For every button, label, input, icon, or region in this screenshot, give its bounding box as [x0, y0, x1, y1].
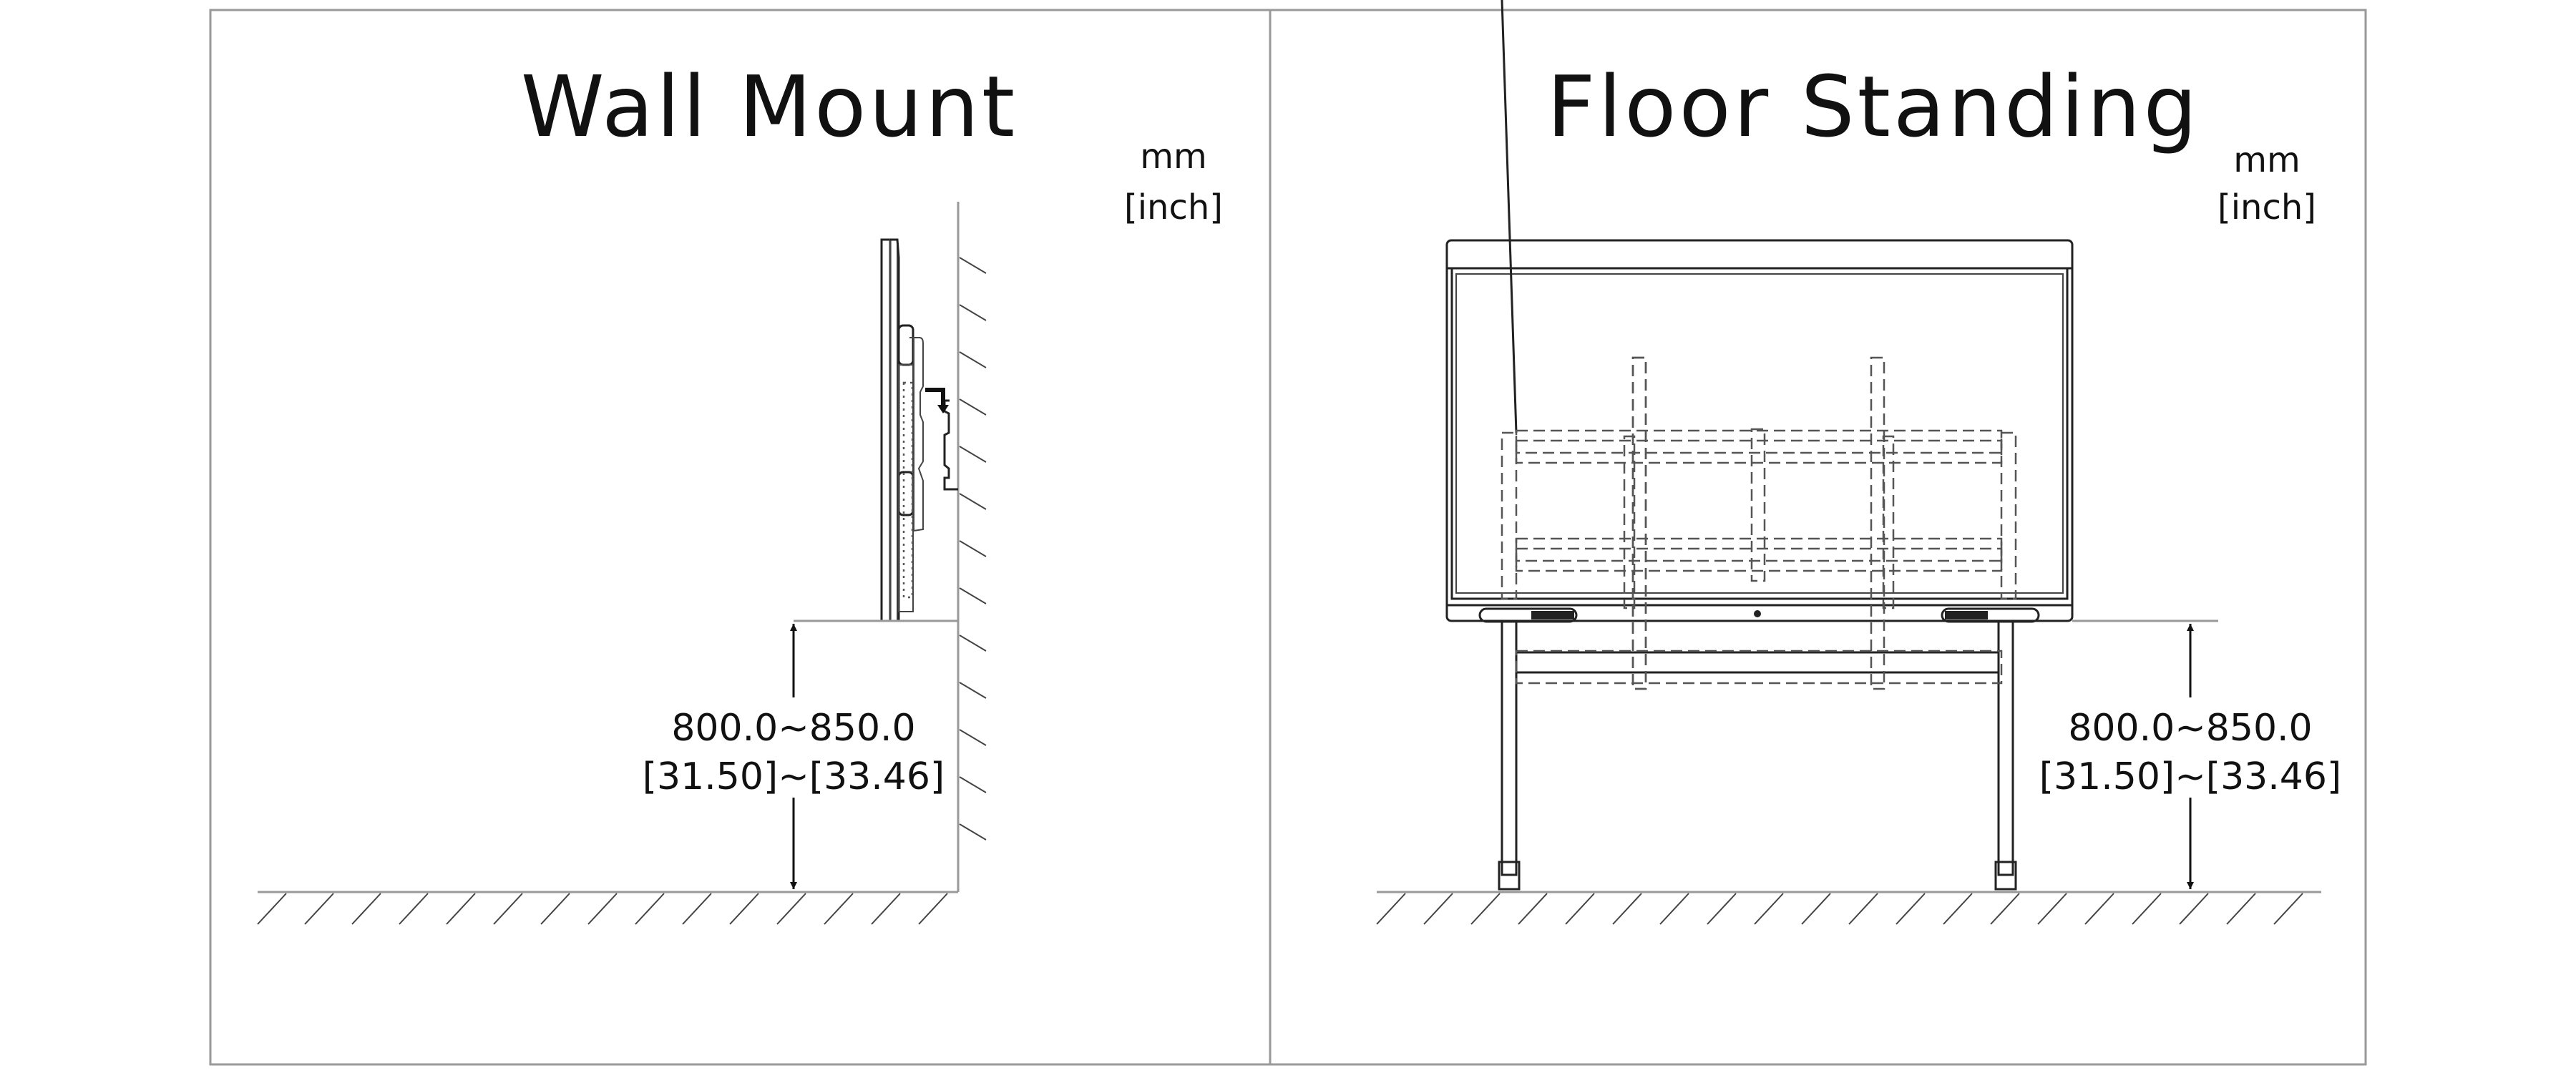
hatch-line [493, 893, 523, 925]
hatch-line [635, 893, 665, 925]
hatch-line [351, 893, 381, 925]
hatch-line [2132, 893, 2162, 925]
hatch-line [729, 893, 759, 925]
hatch-line [446, 893, 476, 925]
floor-standing-panel: Floor Standing mm [inch] [1376, 0, 2341, 925]
hatch-line [257, 893, 287, 925]
mobile-stand [1498, 619, 2017, 891]
hatch-line [399, 893, 429, 925]
dimension-label-bg [644, 697, 945, 798]
hatch-line [959, 398, 987, 416]
floor-hatching [1376, 891, 2321, 925]
floor-hatching [257, 891, 958, 925]
height-mm-label: 800.0~850.0 [671, 707, 915, 750]
hatch-line [959, 493, 987, 510]
hatch-line [959, 257, 987, 274]
unit-inch-label: [inch] [2218, 187, 2316, 227]
arrow-head-icon [937, 405, 949, 413]
hatch-line [2084, 893, 2114, 925]
hatch-line [682, 893, 712, 925]
hatch-line [959, 729, 987, 746]
pen-tray-right [1941, 607, 2040, 623]
hatch-line [1990, 893, 2020, 925]
display-front-view [1445, 239, 2074, 623]
caster-wheel [1498, 861, 1521, 891]
hatch-line [1848, 893, 1878, 925]
hatch-line [1376, 893, 1406, 925]
hatch-line [1612, 893, 1642, 925]
hatch-line [2226, 893, 2256, 925]
hatch-line [824, 893, 854, 925]
hatch-line [918, 893, 948, 925]
hatch-line [871, 893, 901, 925]
pen-tray-left [1478, 607, 1578, 623]
logo-mark [1754, 610, 1761, 617]
hatch-line [2037, 893, 2067, 925]
hatch-line [959, 351, 987, 368]
hatch-line [1565, 893, 1595, 925]
floor-standing-title: Floor Standing [1547, 57, 2200, 156]
hatch-line [959, 446, 987, 463]
hatch-line [1801, 893, 1831, 925]
hatch-line [1470, 893, 1501, 925]
hatch-line [2179, 893, 2209, 925]
hatch-line [2273, 893, 2303, 925]
hatch-line [1943, 893, 1973, 925]
hatch-line [959, 823, 987, 841]
hatch-line [1659, 893, 1689, 925]
hatch-line [1707, 893, 1737, 925]
display-side-view [880, 238, 924, 622]
hatch-line [959, 635, 987, 652]
hatch-line [959, 540, 987, 557]
hatch-line [1518, 893, 1548, 925]
wall-bracket [943, 399, 958, 491]
caster-wheel [1994, 861, 2017, 891]
hatch-line [304, 893, 334, 925]
unit-inch-label: [inch] [1124, 187, 1223, 227]
dimension-label-bg [2039, 697, 2340, 798]
hatch-line [959, 304, 987, 321]
wall-mount-panel: Wall Mount mm [inch] [257, 57, 1223, 925]
hatch-line [959, 682, 987, 699]
rear-mount-outline [1501, 0, 2017, 690]
unit-mm-label: mm [2233, 140, 2301, 180]
hatch-line [776, 893, 806, 925]
hatch-line [959, 776, 987, 793]
hatch-line [540, 893, 570, 925]
hatch-line [1754, 893, 1784, 925]
height-inch-label: [31.50]~[33.46] [2039, 755, 2341, 798]
unit-mm-label: mm [1140, 137, 1207, 177]
height-mm-label: 800.0~850.0 [2068, 707, 2312, 750]
hatch-line [1423, 893, 1453, 925]
mount-direction-arrow [925, 388, 945, 406]
hatch-line [959, 587, 987, 604]
drawing-frame [209, 9, 2367, 1066]
hatch-line [1896, 893, 1926, 925]
wall-hatching [957, 202, 987, 892]
height-inch-label: [31.50]~[33.46] [643, 755, 945, 798]
hatch-line [587, 893, 618, 925]
wall-mount-title: Wall Mount [521, 57, 1018, 156]
